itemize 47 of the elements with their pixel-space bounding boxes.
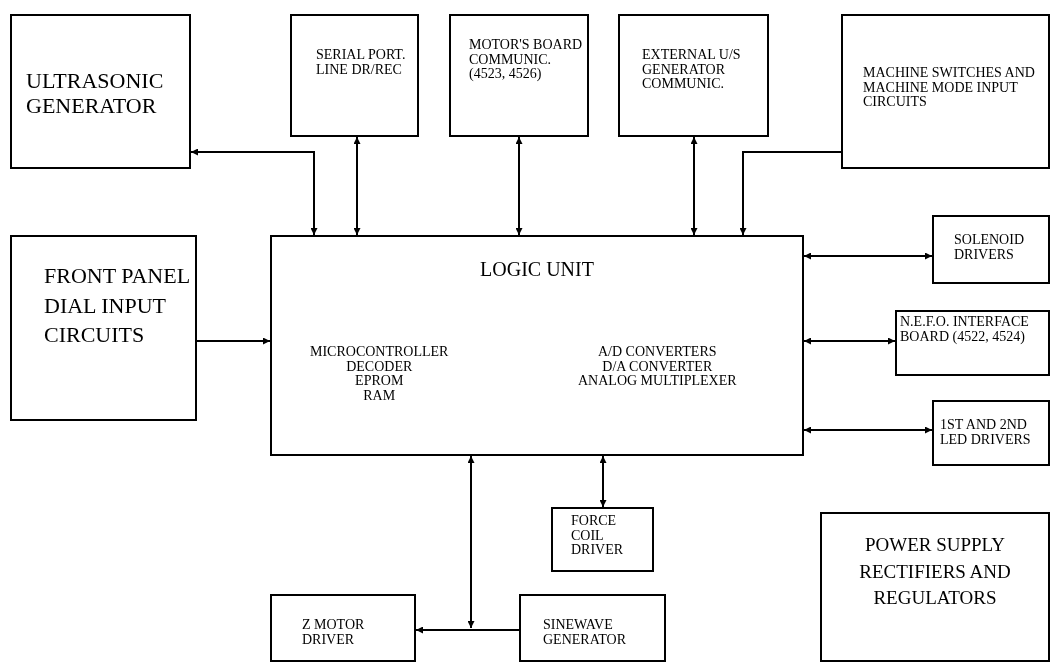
box-label: N.E.F.O. INTERFACE BOARD (4522, 4524): [900, 315, 1030, 345]
component-label: A/D CONVERTERS: [597, 345, 718, 360]
box-title: LOGIC UNIT: [479, 257, 595, 281]
box-label: FRONT PANEL DIAL INPUT CIRCUITS: [44, 262, 191, 350]
box-label: FORCE COIL DRIVER: [571, 514, 625, 559]
arrow: [467, 455, 475, 629]
block-box: [932, 215, 1050, 284]
component-label: RAM: [362, 389, 397, 404]
block-box: [519, 594, 666, 662]
box-label: SOLENOID DRIVERS: [954, 233, 1025, 263]
box-label: MACHINE SWITCHES AND MACHINE MODE INPUT CIRCUITS: [863, 66, 1036, 111]
arrow: [739, 151, 842, 236]
arrow: [515, 136, 523, 236]
box-label: MOTOR'S BOARD COMMUNIC. (4523, 4526): [469, 38, 583, 83]
component-label: DECODER: [345, 359, 414, 375]
arrow: [353, 136, 361, 236]
box-label: SINEWAVE GENERATOR: [543, 618, 627, 648]
arrow: [415, 626, 520, 634]
box-label: EXTERNAL U/S GENERATOR COMMUNIC.: [642, 48, 742, 93]
block-box: [270, 235, 804, 456]
component-label: D/A CONVERTER: [601, 359, 714, 375]
block-box: [449, 14, 589, 137]
arrow: [690, 136, 698, 236]
box-label: SERIAL PORT. LINE DR/REC: [316, 48, 407, 78]
block-box: [10, 14, 191, 169]
arrow: [803, 252, 933, 260]
block-box: [10, 235, 197, 421]
component-label: MICROCONTROLLER: [310, 345, 449, 360]
block-box: [551, 507, 654, 572]
arrow: [196, 337, 271, 345]
arrow: [190, 148, 318, 236]
block-box: [618, 14, 769, 137]
box-label: ULTRASONIC GENERATOR: [26, 68, 165, 119]
box-label: Z MOTOR DRIVER: [302, 618, 366, 648]
block-box: [932, 400, 1050, 466]
arrow: [599, 455, 607, 508]
arrow: [803, 426, 933, 434]
block-box: [270, 594, 416, 662]
block-box: [841, 14, 1050, 169]
arrow: [803, 337, 896, 345]
box-label: POWER SUPPLY RECTIFIERS AND REGULATORS: [858, 533, 1012, 611]
box-label: 1ST AND 2ND LED DRIVERS: [940, 418, 1032, 448]
block-box: [290, 14, 419, 137]
block-box: [820, 512, 1050, 662]
component-label: ANALOG MULTIPLEXER: [578, 374, 737, 390]
component-label: EPROM: [354, 374, 405, 390]
block-box: [895, 310, 1050, 376]
